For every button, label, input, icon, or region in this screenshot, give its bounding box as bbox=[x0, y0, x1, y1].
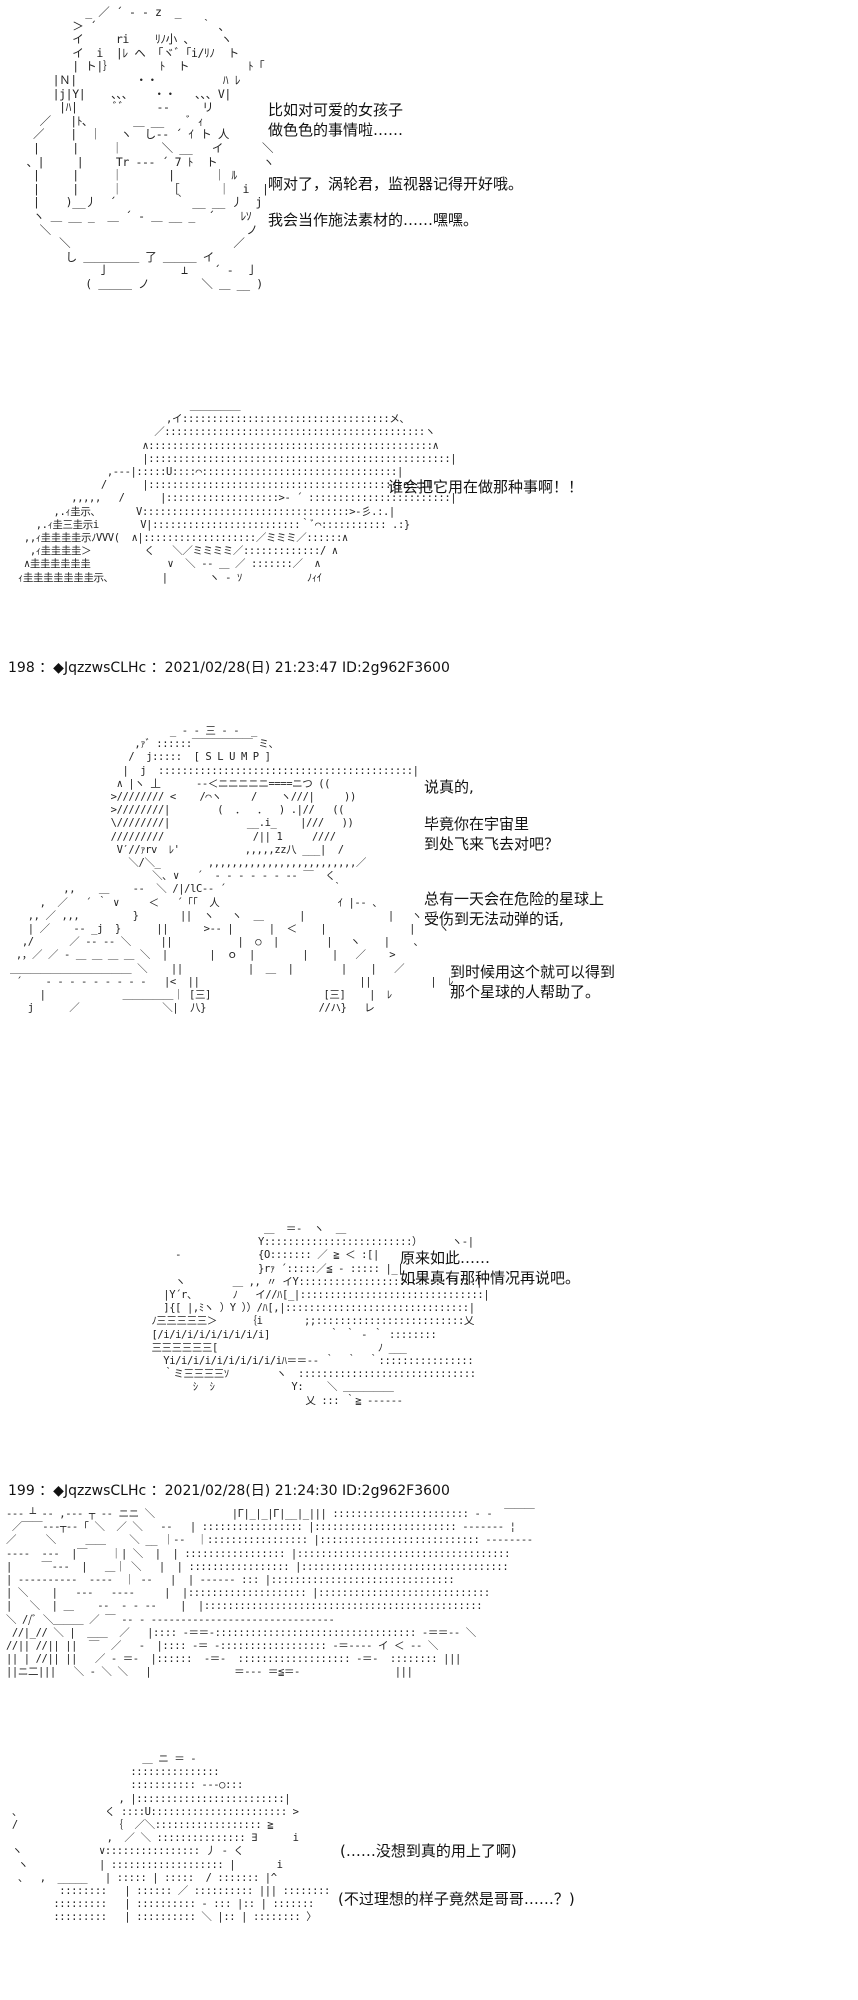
dialogue-line: 到处飞来飞去对吧？ bbox=[424, 835, 560, 853]
dialogue-line: 比如对可爱的女孩子 bbox=[268, 101, 404, 119]
ascii-art-final: ＿ ニ ＝ ‐ ::::::::::::::: ::::::::::: ‐‐‐○… bbox=[11, 1753, 330, 1924]
post-header: 198 ：◆JqzzwsCLHc ：2021/02/28(日) 21:23:47… bbox=[8, 660, 450, 676]
ascii-art-reply: ＿ ＝‐ ヽ ＿ Y:::::::::::::::::::::::::） ヽ‐|… bbox=[151, 1223, 490, 1407]
dialogue-line: 受伤到无法动弹的话, bbox=[424, 910, 564, 928]
dialogue-line: 我会当作施法素材的……嘿嘿。 bbox=[268, 211, 479, 229]
panel-scene: ‐‐‐ ┴ ‐‐ ,‐‐‐ ┬ ‐‐ ニニ ＼ |Γ|_|_|Γ|__|_|||… bbox=[0, 1500, 858, 1750]
reply-line: 如果真有那种情况再说吧。 bbox=[400, 1269, 581, 1287]
monologue-line: (……没想到真的用上了啊) bbox=[340, 1842, 517, 1860]
post-header: 199 ：◆JqzzwsCLHc ：2021/02/28(日) 21:24:30… bbox=[8, 1483, 450, 1499]
dialogue-line: 毕竟你在宇宙里 bbox=[424, 815, 530, 833]
ascii-art-protest: ＿＿＿＿＿ ,イ::::::::::::::::::::::::::::::::… bbox=[18, 400, 457, 584]
dialogue-line: 说真的, bbox=[424, 778, 474, 796]
dialogue-line: 啊对了，涡轮君，监视器记得开好哦。 bbox=[268, 175, 524, 193]
ascii-art-scene: ‐‐‐ ┴ ‐‐ ,‐‐‐ ┬ ‐‐ ニニ ＼ |Γ|_|_|Γ|__|_|||… bbox=[6, 1508, 535, 1679]
dialogue-line: 那个星球的人帮助了。 bbox=[450, 983, 601, 1001]
dialogue-line: 总有一天会在危险的星球上 bbox=[424, 890, 605, 908]
slump-label: [ S L U M P ] bbox=[193, 751, 271, 764]
panel-slump: _ ‐ ‐ 三 ‐ ‐ _ ,ｧﾞ ::::::￣￣￣￣￣￣ ミ、 / j:::… bbox=[0, 720, 858, 1100]
dialogue-line: 做色色的事情啦…… bbox=[268, 121, 404, 139]
reply-line: 谁会把它用在做那种事啊！！ bbox=[388, 478, 584, 496]
ascii-art-slump: _ ‐ ‐ 三 ‐ ‐ _ ,ｧﾞ ::::::￣￣￣￣￣￣ ミ、 / j:::… bbox=[10, 725, 454, 1015]
panel-final: ＿ ニ ＝ ‐ ::::::::::::::: ::::::::::: ‐‐‐○… bbox=[0, 1745, 858, 2000]
reply-line: 原来如此…… bbox=[400, 1249, 491, 1267]
ascii-art-girl: _ ／ ´ ‐ ‐ z _ ＞ ´ ｀ 、 イ ri ﾘﾉ小 、 ヽ イ i |… bbox=[26, 5, 275, 291]
panel-protest: ＿＿＿＿＿ ,イ::::::::::::::::::::::::::::::::… bbox=[0, 390, 858, 630]
dialogue-line: 到时候用这个就可以得到 bbox=[450, 963, 616, 981]
panel-reply: ＿ ＝‐ ヽ ＿ Y:::::::::::::::::::::::::） ヽ‐|… bbox=[0, 1215, 858, 1460]
monologue-line: (不过理想的样子竟然是哥哥……？) bbox=[338, 1890, 575, 1908]
panel-girl: _ ／ ´ ‐ ‐ z _ ＞ ´ ｀ 、 イ ri ﾘﾉ小 、 ヽ イ i |… bbox=[0, 0, 858, 300]
